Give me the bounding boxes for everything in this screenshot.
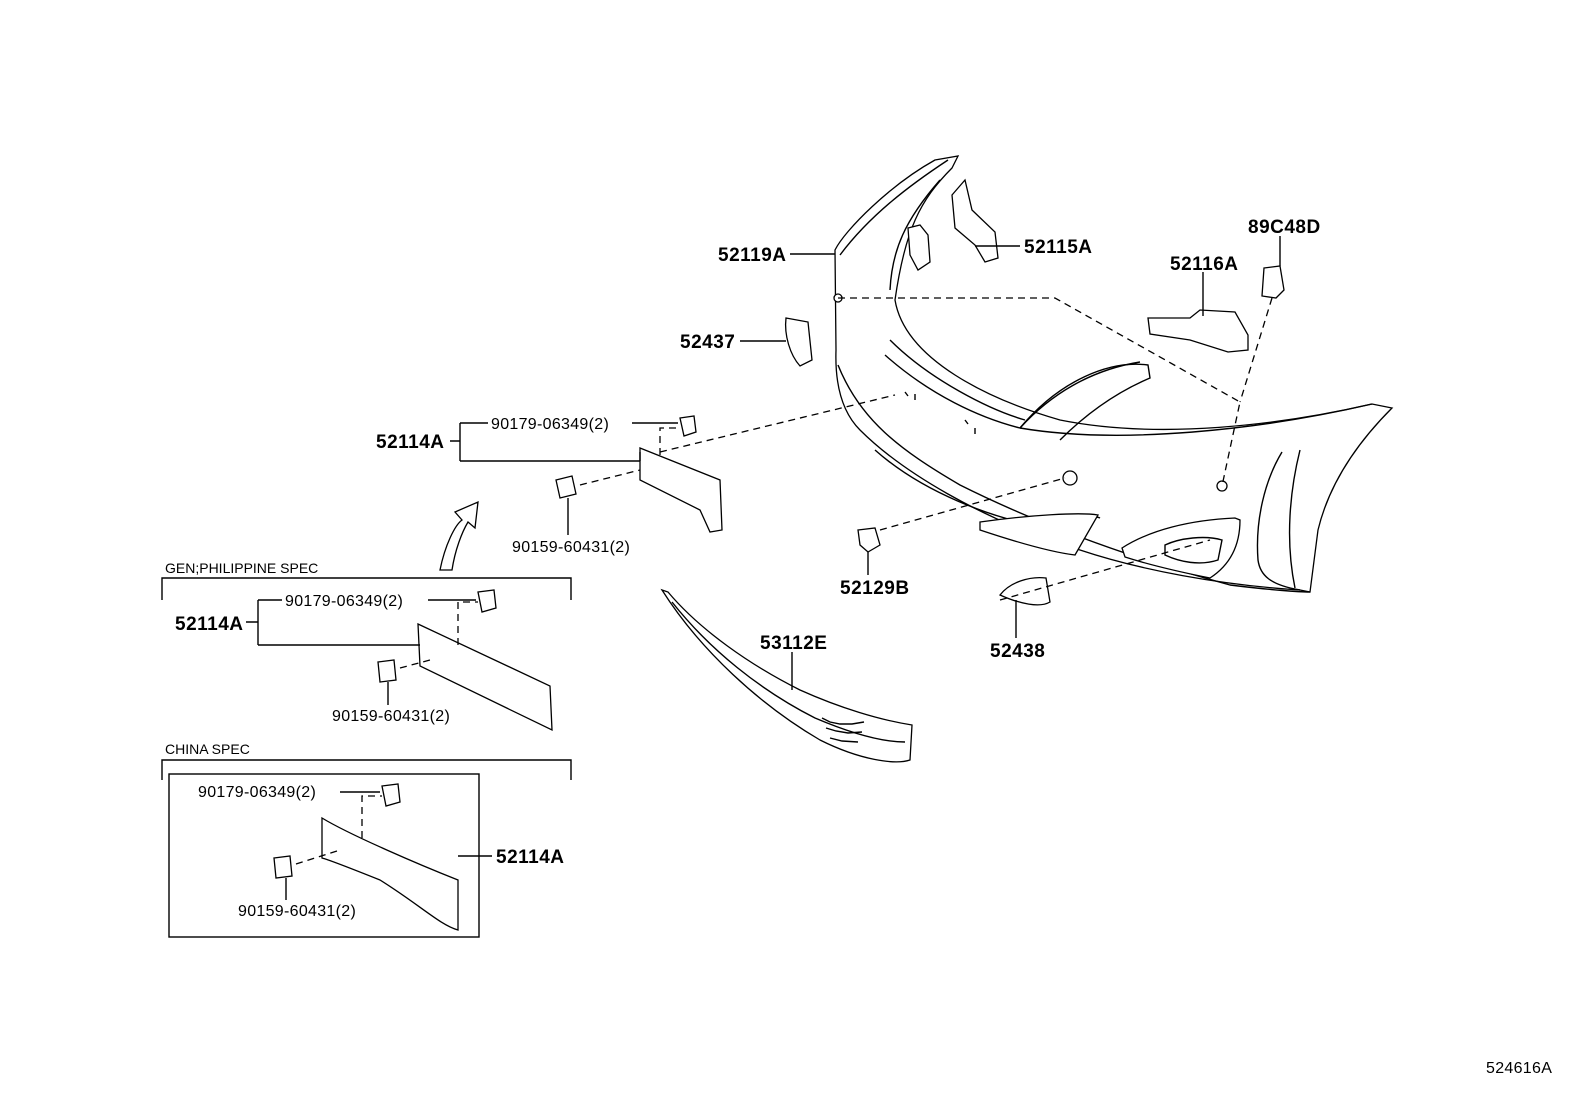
clip-89c48d[interactable] bbox=[1261, 265, 1285, 299]
arrow-icon bbox=[439, 500, 479, 571]
license-bracket-china[interactable] bbox=[273, 783, 459, 931]
label-retainer-upper[interactable]: 52115A bbox=[1024, 237, 1093, 258]
license-bracket-main[interactable] bbox=[555, 415, 723, 533]
label-washer-cap-r[interactable]: 52438 bbox=[990, 641, 1045, 662]
china-spec-section bbox=[161, 759, 572, 938]
license-bracket-gen[interactable] bbox=[377, 589, 553, 732]
retainer-52115a[interactable] bbox=[907, 178, 999, 271]
china-spec-title: CHINA SPEC bbox=[165, 741, 250, 757]
label-gen-plate[interactable]: 52114A bbox=[175, 614, 244, 635]
hole-cover-52129b[interactable] bbox=[857, 527, 881, 553]
label-gen-nut[interactable]: 90179-06349(2) bbox=[285, 593, 403, 610]
washer-cap-52438[interactable] bbox=[998, 576, 1051, 606]
label-grille[interactable]: 53112E bbox=[760, 633, 827, 654]
retainer-52116a[interactable] bbox=[1147, 309, 1249, 353]
bolt-main bbox=[555, 475, 577, 499]
bumper-cover[interactable] bbox=[833, 155, 1394, 593]
gen-spec-section bbox=[161, 577, 572, 600]
nut-main bbox=[679, 415, 697, 437]
label-clip[interactable]: 89C48D bbox=[1248, 217, 1321, 238]
label-gen-bolt[interactable]: 90159-60431(2) bbox=[332, 708, 450, 725]
washer-cap-52437[interactable] bbox=[784, 317, 813, 367]
label-china-bolt[interactable]: 90159-60431(2) bbox=[238, 903, 356, 920]
label-retainer-side[interactable]: 52116A bbox=[1170, 254, 1239, 275]
label-main-plate[interactable]: 52114A bbox=[376, 432, 445, 453]
label-main-nut[interactable]: 90179-06349(2) bbox=[491, 416, 609, 433]
diagram-id: 524616A bbox=[1486, 1060, 1552, 1077]
label-main-bolt[interactable]: 90159-60431(2) bbox=[512, 539, 630, 556]
grille-53112e[interactable] bbox=[660, 588, 913, 763]
label-hole-cover[interactable]: 52129B bbox=[840, 578, 910, 599]
gen-spec-title: GEN;PHILIPPINE SPEC bbox=[165, 560, 318, 576]
label-bumper-cover[interactable]: 52119A bbox=[718, 245, 787, 266]
label-china-nut[interactable]: 90179-06349(2) bbox=[198, 784, 316, 801]
label-china-plate[interactable]: 52114A bbox=[496, 847, 565, 868]
label-washer-cap-l[interactable]: 52437 bbox=[680, 332, 735, 353]
